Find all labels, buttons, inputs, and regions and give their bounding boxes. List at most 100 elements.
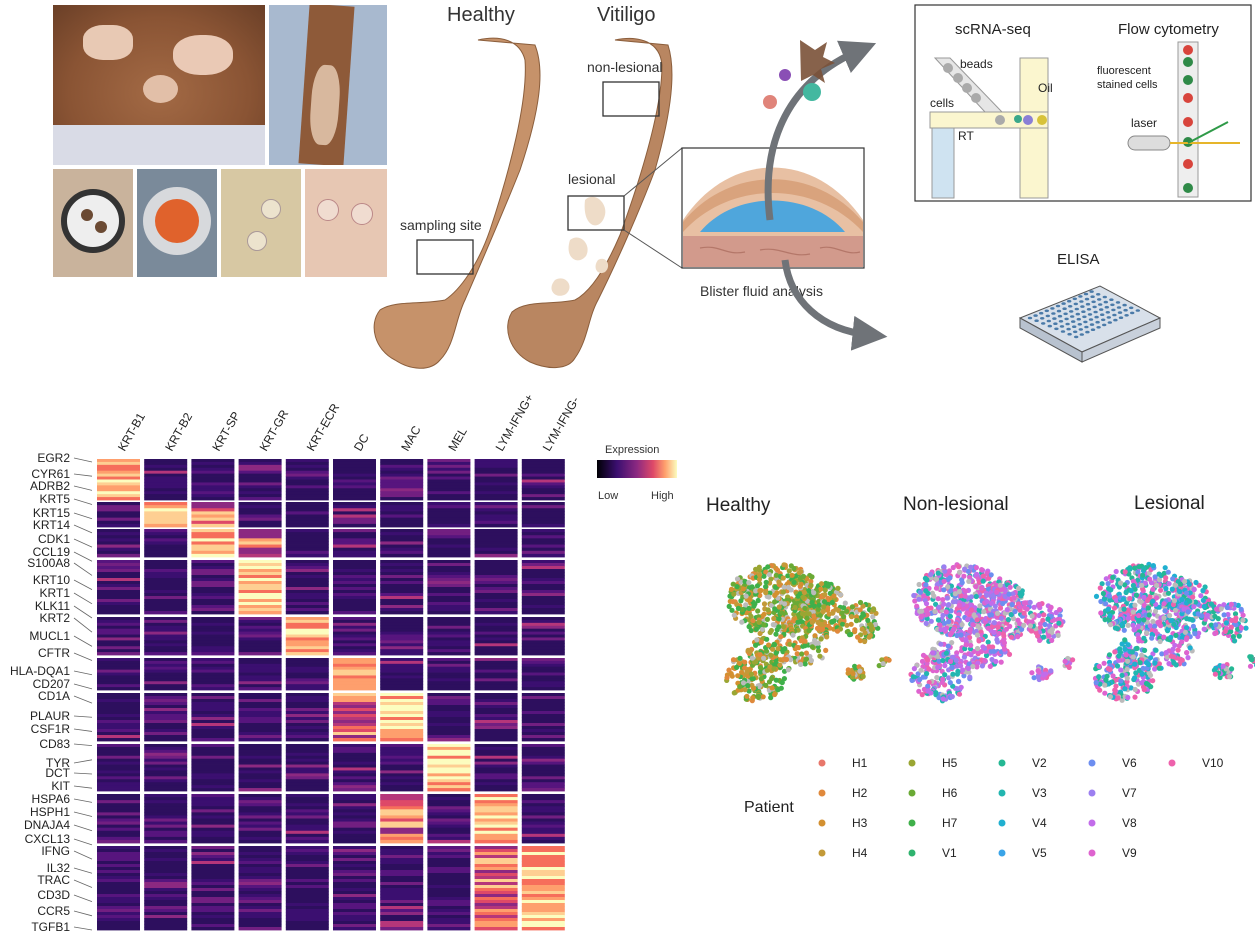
tsne-point: [1019, 626, 1025, 633]
heatmap-cell: [474, 634, 518, 638]
heatmap-cell: [427, 735, 471, 739]
tsne-point: [765, 564, 771, 570]
heatmap-cell: [333, 505, 376, 509]
tsne-point: [1031, 675, 1037, 681]
tsne-point: [754, 637, 760, 643]
tsne-point: [879, 657, 885, 663]
heatmap-cell: [380, 544, 424, 549]
heatmap-cell: [427, 622, 471, 627]
heatmap-cell: [521, 611, 565, 615]
heatmap-cell: [97, 560, 140, 564]
tsne-point: [730, 599, 736, 605]
tsne-point: [954, 671, 961, 677]
heatmap-cell: [238, 888, 282, 892]
heatmap-cell: [238, 824, 282, 829]
tsne-point: [956, 564, 962, 570]
heatmap-cell: [191, 611, 235, 615]
heatmap-cell: [97, 634, 140, 638]
patient-legend-swatch: [908, 849, 916, 857]
methods-box: scRNA-seq Flow cytometry beads cells RT …: [914, 4, 1252, 202]
tsne-point: [1111, 605, 1118, 611]
tsne-point: [1097, 585, 1103, 591]
heatmap-cell: [191, 488, 235, 492]
patient-legend-label: V5: [1032, 846, 1047, 860]
heatmap-cell: [285, 508, 329, 512]
heatmap-cell: [191, 684, 235, 688]
tsne-point: [768, 652, 774, 658]
heatmap-cell: [191, 870, 235, 874]
heatmap-cell: [333, 485, 376, 489]
tsne-point: [764, 616, 771, 623]
patient-legend-swatch: [998, 849, 1006, 857]
heatmap-cell: [238, 705, 282, 709]
elisa-well: [1096, 326, 1101, 329]
heatmap-cell: [285, 640, 329, 644]
tsne-point: [1233, 622, 1239, 628]
heatmap-cell: [474, 776, 518, 780]
heatmap-cell: [285, 488, 329, 492]
heatmap-cell: [427, 818, 471, 822]
tsne-point: [790, 632, 796, 638]
heatmap-cell: [191, 631, 235, 635]
tsne-point: [1185, 655, 1191, 661]
heatmap-cell: [97, 849, 140, 853]
tsne-point: [1156, 665, 1162, 671]
heatmap-cell: [380, 723, 424, 727]
heatmap-cell: [333, 672, 376, 676]
tsne-point: [1011, 595, 1017, 601]
tsne-point: [1182, 578, 1188, 585]
heatmap-cell: [427, 658, 471, 662]
tsne-point: [827, 590, 833, 597]
tsne-point: [954, 686, 961, 692]
tsne-point: [1036, 601, 1042, 608]
heatmap-cell: [144, 903, 188, 907]
tsne-point: [795, 593, 801, 599]
heatmap-cell: [474, 637, 518, 641]
heatmap-cell: [333, 782, 376, 786]
heatmap-cell: [191, 479, 235, 483]
heatmap-cell: [238, 593, 282, 597]
patient-legend-swatch: [1088, 789, 1096, 797]
heatmap-column-label: KRT-SP: [209, 409, 243, 453]
tsne-point: [756, 572, 763, 578]
heatmap-cell: [238, 637, 282, 641]
heatmap-cell: [285, 649, 329, 653]
heatmap-gene-leader: [73, 798, 93, 803]
tsne-point: [980, 644, 986, 650]
tsne-point: [1099, 581, 1105, 587]
heatmap-cell: [333, 587, 376, 591]
heatmap-cell: [333, 855, 376, 859]
heatmap-cell: [191, 711, 235, 715]
heatmap-cell: [521, 797, 565, 801]
heatmap-cell: [144, 776, 188, 780]
tsne-point: [961, 654, 968, 660]
tsne-point: [780, 589, 787, 595]
heatmap-cell: [474, 693, 518, 697]
tsne-point: [1123, 589, 1129, 596]
heatmap-cell: [191, 470, 235, 475]
tsne-point: [1150, 586, 1156, 592]
heatmap-cell: [97, 755, 140, 760]
heatmap-cell: [427, 723, 471, 727]
heatmap-cell: [474, 794, 518, 798]
heatmap-cell: [97, 732, 140, 736]
tsne-point: [988, 572, 994, 578]
heatmap-cell: [474, 714, 518, 718]
heatmap-cell: [333, 858, 376, 862]
tsne-point: [1105, 581, 1111, 587]
heatmap-cell: [144, 541, 188, 545]
tsne-point: [1144, 630, 1150, 636]
heatmap-cell: [285, 729, 329, 733]
photo-blisters-2: [305, 169, 387, 277]
heatmap-cell: [97, 611, 140, 615]
tsne-point: [799, 651, 805, 657]
heatmap-cell: [285, 812, 329, 816]
tsne-point: [1190, 623, 1196, 629]
heatmap-cell: [521, 800, 565, 804]
heatmap-cell: [191, 809, 235, 813]
heatmap-cell: [333, 846, 376, 850]
heatmap-cell: [521, 587, 565, 591]
heatmap-cell: [333, 625, 376, 630]
heatmap-cell: [97, 729, 140, 733]
tsne-point: [919, 612, 925, 618]
